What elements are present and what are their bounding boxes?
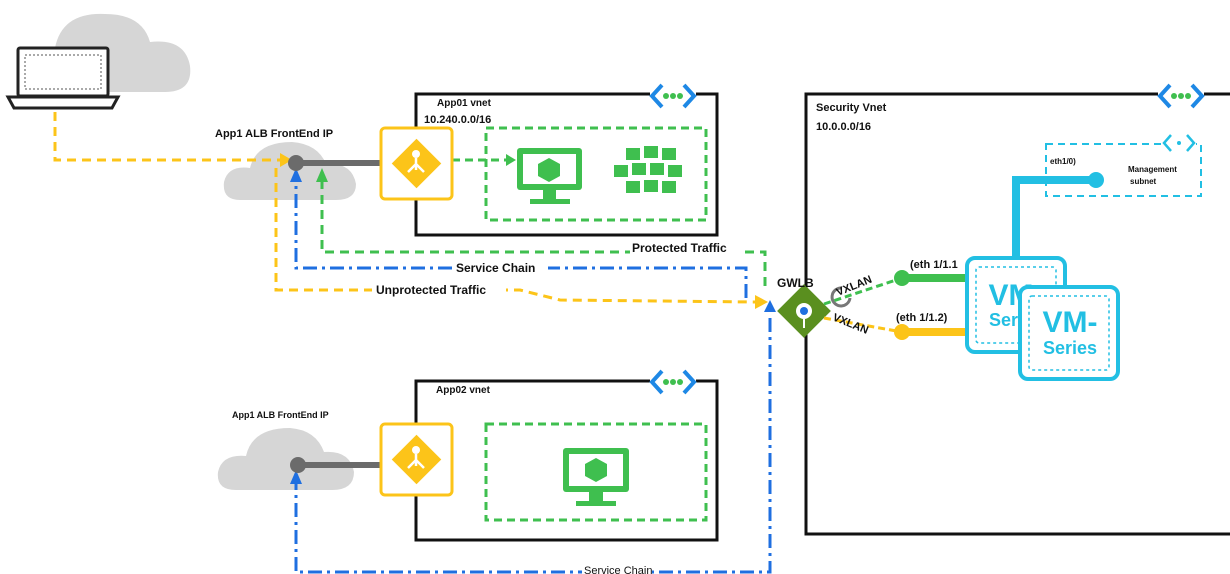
security-vnet-title: Security Vnet [816,102,887,114]
service-chain-bottom-label: Service Chain [584,565,652,574]
eth-label-top: (eth 1/1.1 [910,259,958,271]
app02-vnet-title: App02 vnet [436,385,491,396]
gateway-load-balancer-icon [777,284,831,338]
internet-flow-line [53,112,280,162]
container-cluster-icon [614,146,682,193]
eth-port-dot-bottom [894,324,910,340]
unprotected-flow-line [274,168,756,304]
vxlan-link-bottom [823,316,903,334]
vm-series-front-line1: VM- [1043,306,1098,339]
vnet-icon-app02 [649,368,697,395]
service-chain-bottom-line [294,318,772,574]
alb-frontend-ip-dot-bottom [290,457,306,473]
alb-frontend-label-bottom: App1 ALB FrontEnd IP [232,410,329,420]
alb-frontend-cloud-top-icon [223,142,356,200]
management-label-line1: Management [1128,165,1177,174]
management-port-label: eth1/0) [1050,157,1076,166]
app01-vnet-title: App01 vnet [437,98,492,109]
vxlan-label-top: VXLAN [835,274,874,299]
app01-vnet-cidr: 10.240.0.0/16 [424,114,491,126]
management-subnet-box [1045,143,1202,197]
vxlan-label-bottom: VXLAN [831,312,870,337]
management-port-dot [1088,172,1104,188]
gwlb-label: GWLB [777,276,814,290]
eth-label-bottom: (eth 1/1.2) [896,312,948,324]
protected-flow-line [320,180,767,288]
load-balancer-icon-app01 [379,126,454,201]
management-link [1012,176,1096,262]
service-chain-top-line [294,180,748,298]
vnet-icon-app01 [649,82,697,109]
service-chain-top-label: Service Chain [456,261,535,275]
alb-frontend-ip-dot-top [288,155,304,171]
eth-port-dot-top [894,270,910,286]
management-vnet-icon [1162,133,1196,153]
vxlan-loop-icon [830,286,852,308]
vnet-icon-security [1157,82,1205,109]
alb-frontend-cloud-bottom-icon [217,428,354,490]
vxlan-link-top [823,276,903,306]
vm-monitor-icon-app01 [517,148,582,204]
unprotected-traffic-label: Unprotected Traffic [376,283,486,297]
app01-subnet-box [484,126,708,222]
protected-traffic-label: Protected Traffic [632,241,727,255]
load-balancer-icon-app02 [379,422,454,497]
alb-frontend-label-top: App1 ALB FrontEnd IP [215,128,333,140]
laptop-icon [5,46,121,110]
management-label-line2: subnet [1130,177,1157,186]
security-vnet-cidr: 10.0.0.0/16 [816,121,871,133]
vm-monitor-icon-app02 [563,448,629,506]
vm-series-front-line2: Series [1043,338,1097,358]
app02-subnet-box [484,422,708,522]
vm-series-firewall-front-icon: VM- Series [1018,285,1120,381]
